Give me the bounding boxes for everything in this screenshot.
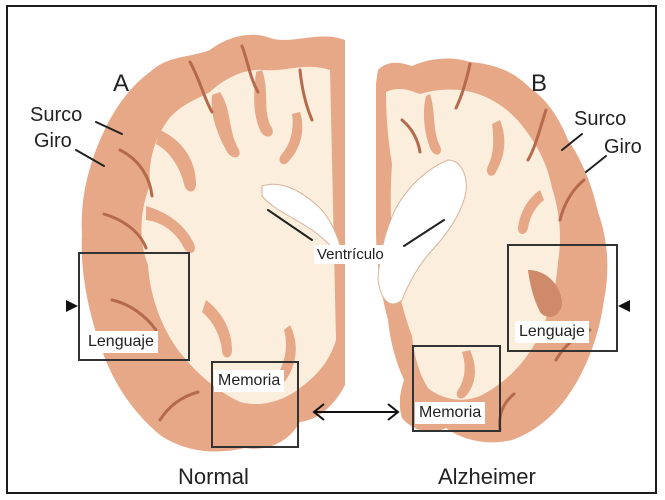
surco-label-left: Surco: [30, 104, 82, 127]
ventricle-label: Ventrículo: [314, 245, 387, 264]
arrow-marker-right: [618, 300, 630, 312]
surco-label-right: Surco: [574, 108, 626, 131]
memory-label-left: Memoria: [214, 370, 284, 392]
alzheimer-hemisphere: [375, 59, 608, 443]
caption-alzheimer: Alzheimer: [438, 464, 536, 490]
giro-pointer-right: [586, 156, 606, 172]
giro-label-left: Giro: [34, 130, 72, 153]
memory-label-right: Memoria: [415, 402, 485, 424]
language-label-left: Lenguaje: [84, 331, 158, 353]
caption-normal: Normal: [178, 464, 249, 490]
giro-label-right: Giro: [604, 136, 642, 159]
arrow-marker-left: [66, 300, 78, 312]
language-label-right: Lenguaje: [515, 321, 589, 343]
panel-a-letter: A: [113, 70, 129, 98]
panel-b-letter: B: [531, 70, 547, 98]
